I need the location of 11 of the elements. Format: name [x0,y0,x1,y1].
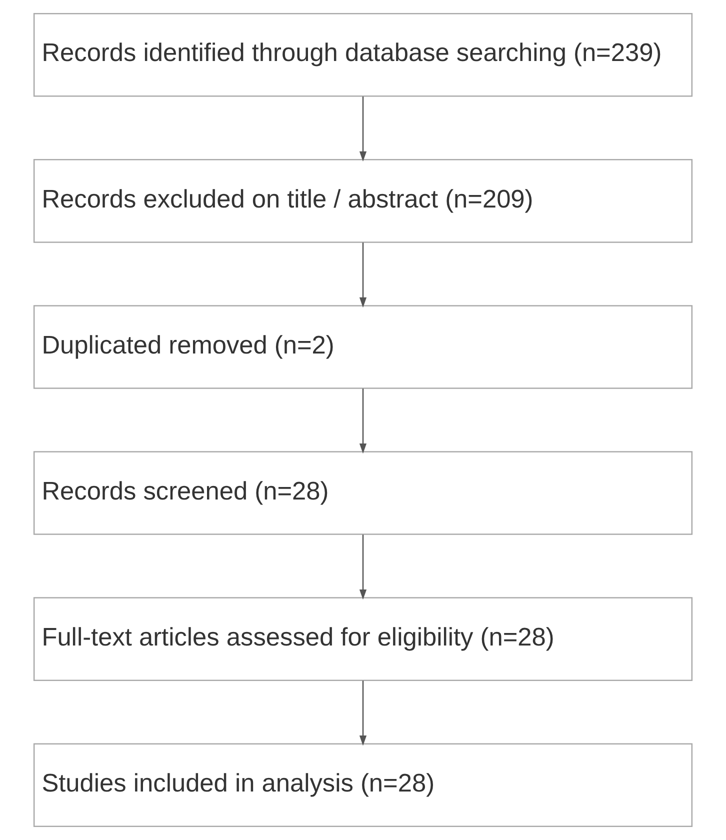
node-box: Duplicated removed (n=2) [33,305,693,389]
node-box: Full-text articles assessed for eligibility (n=28) [33,597,693,681]
node-box: Records excluded on title / abstract (n=209) [33,159,693,243]
arrow [359,96,367,162]
node-box: Records identified through database searching (n=239) [33,12,693,97]
arrow [359,388,367,454]
arrow [359,534,367,600]
node-box: Studies included in analysis (n=28) [33,743,693,828]
arrow [359,242,367,308]
node-box: Records screened (n=28) [33,451,693,535]
arrow [359,680,367,746]
